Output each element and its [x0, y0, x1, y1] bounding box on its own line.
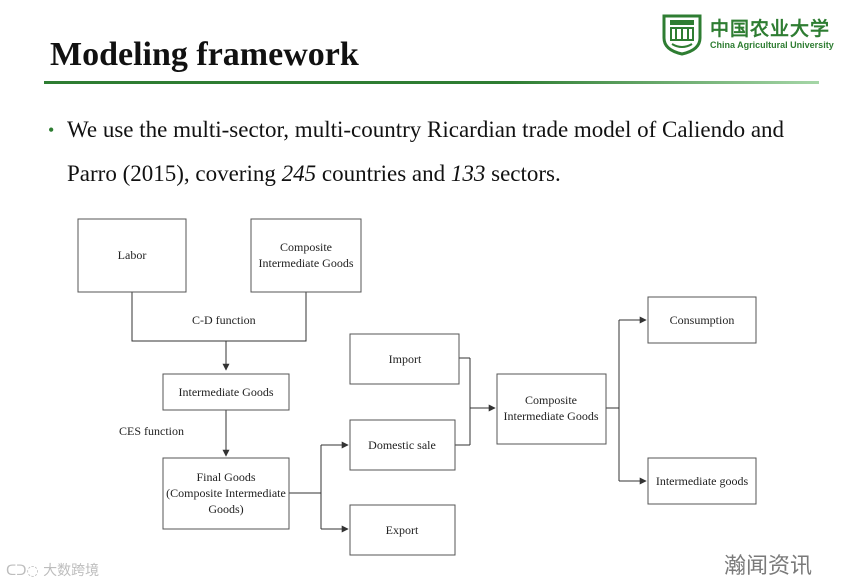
composite-mid-box: [496, 373, 607, 445]
university-name-cn: 中国农业大学: [710, 18, 831, 40]
export-label: Export: [386, 523, 419, 537]
domestic-label: Domestic sale: [368, 438, 436, 452]
consumption-box: [647, 296, 757, 344]
university-logo: 中国农业大学 China Agricultural University: [660, 12, 834, 58]
intermediate-box: [162, 373, 290, 411]
domestic-box: [349, 419, 456, 471]
final-label-1: Final Goods: [196, 470, 255, 484]
sector-count: 133: [450, 161, 486, 186]
bullet-text: We use the multi-sector, multi-country R…: [67, 108, 818, 196]
consumption-label: Consumption: [670, 313, 735, 327]
bullet-point: • We use the multi-sector, multi-country…: [48, 108, 818, 196]
composite-mid-label-1: Composite: [525, 393, 577, 407]
labor-box: [77, 218, 187, 293]
slide-title: Modeling framework: [50, 36, 359, 73]
university-emblem-icon: [662, 14, 702, 56]
ces-function-label: CES function: [119, 424, 184, 438]
title-divider: [44, 81, 819, 84]
university-name-en: China Agricultural University: [710, 40, 834, 50]
composite-top-box: [250, 218, 362, 293]
connectors: [131, 292, 647, 533]
final-goods-box: [162, 457, 290, 530]
watermark-left-text: 大数跨境: [43, 563, 100, 579]
cd-function-label: C-D function: [192, 313, 256, 327]
bullet-text-part: We use the multi-sector, multi-country R…: [67, 117, 785, 186]
country-count: 245: [281, 161, 317, 186]
bullet-text-part: countries and: [316, 161, 451, 186]
watermark-logo-icon: ᑕᑐ◌: [6, 563, 39, 579]
bullet-dot-icon: •: [48, 120, 55, 140]
labor-to-cd-line: [131, 292, 307, 342]
import-box: [349, 333, 460, 385]
composite-mid-label-2: Intermediate Goods: [504, 409, 599, 423]
edge-labels: C-D function CES function: [119, 313, 256, 438]
intermediate-goods-box: [647, 457, 757, 505]
bullet-text-part: sectors.: [485, 161, 561, 186]
composite-top-label-2: Intermediate Goods: [259, 256, 354, 270]
nodes: [77, 218, 757, 556]
composite-top-label-1: Composite: [280, 240, 332, 254]
watermark-left: ᑕᑐ◌ 大数跨境: [6, 560, 99, 580]
watermark-right: 瀚闻资讯: [724, 554, 813, 579]
node-labels: Labor Composite Intermediate Goods Inter…: [118, 240, 749, 537]
final-label-2: (Composite Intermediate: [166, 486, 286, 500]
import-label: Import: [389, 352, 422, 366]
labor-label: Labor: [118, 248, 147, 262]
intermediate-goods-label: Intermediate goods: [656, 474, 749, 488]
export-box: [349, 504, 456, 556]
final-label-3: Goods): [208, 502, 243, 516]
intermediate-label: Intermediate Goods: [179, 385, 274, 399]
